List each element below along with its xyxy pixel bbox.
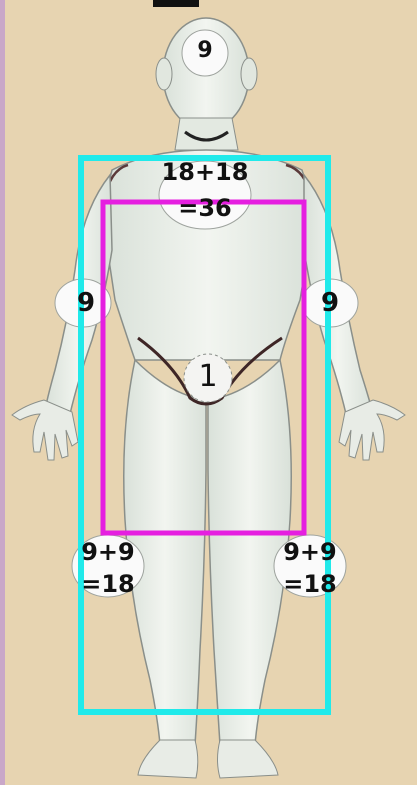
head-label: 9 [190, 40, 220, 62]
right-leg-label-line2: =18 [270, 572, 350, 596]
left-arm-label: 9 [74, 290, 98, 316]
right-arm-label: 9 [318, 290, 342, 316]
chest-label-line1: 18+18 [150, 160, 260, 184]
left-ear-shape [156, 58, 172, 90]
left-leg-label-line2: =18 [68, 572, 148, 596]
right-ear-shape [241, 58, 257, 90]
perineum-label: 1 [190, 362, 226, 392]
left-leg-label-line1: 9+9 [68, 540, 148, 564]
left-foot-shape [138, 740, 198, 778]
right-leg-label-line1: 9+9 [270, 540, 350, 564]
right-foot-shape [218, 740, 279, 778]
chest-label-line2: =36 [150, 196, 260, 220]
neck-shape [175, 118, 238, 150]
